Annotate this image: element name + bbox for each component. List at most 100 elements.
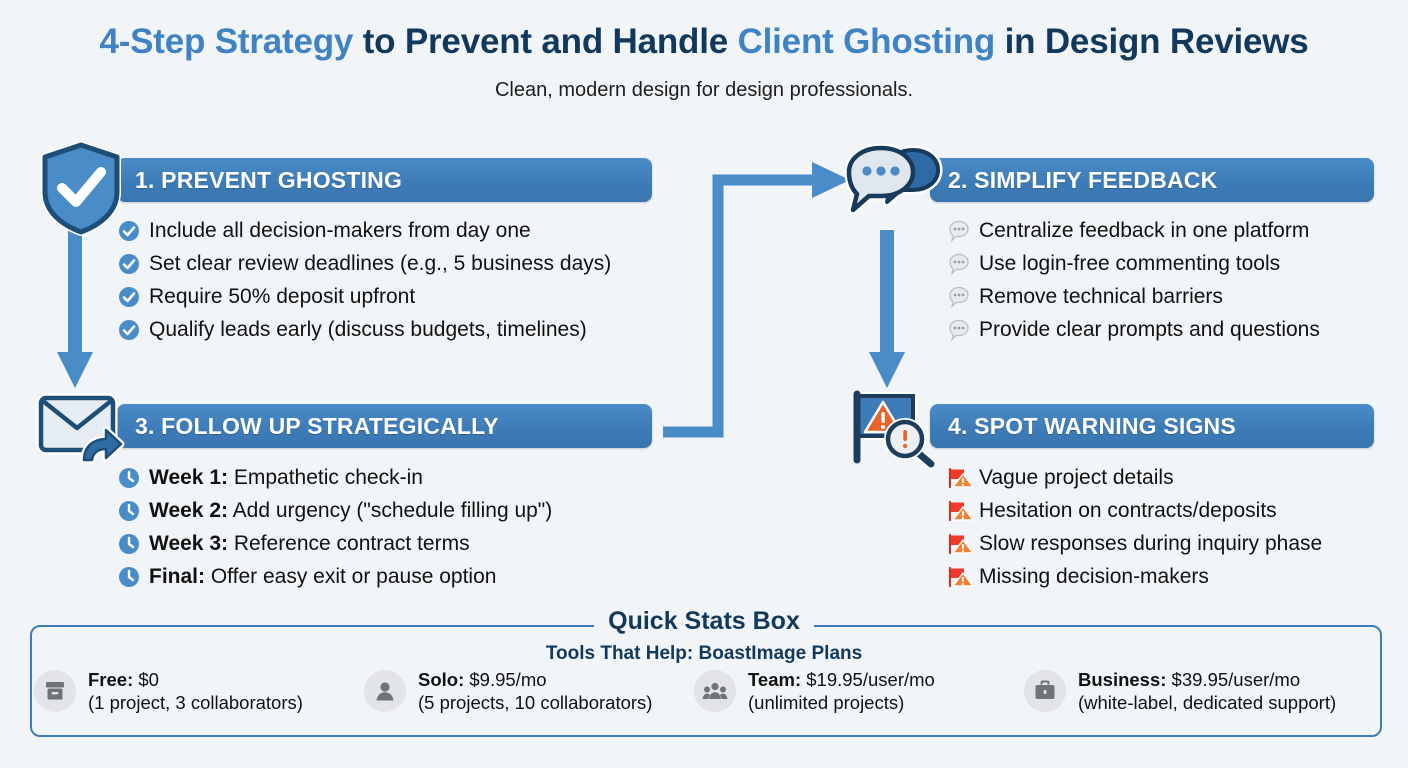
panel-3-header[interactable]: 3. FOLLOW UP STRATEGICALLY bbox=[117, 404, 652, 448]
plan-text: Free: $0(1 project, 3 collaborators) bbox=[88, 668, 303, 714]
plan-detail: (1 project, 3 collaborators) bbox=[88, 692, 303, 713]
check-circle-icon bbox=[118, 319, 140, 341]
clock-icon bbox=[118, 500, 140, 522]
page-title: 4-Step Strategy to Prevent and Handle Cl… bbox=[0, 22, 1408, 62]
list-item-text: Week 2: Add urgency ("schedule filling u… bbox=[149, 498, 552, 523]
shield-check-icon bbox=[41, 141, 121, 236]
panel-2-heading: 2. SIMPLIFY FEEDBACK bbox=[948, 166, 1218, 193]
plan-text: Solo: $9.95/mo(5 projects, 10 collaborat… bbox=[418, 668, 652, 714]
plan-detail: (white-label, dedicated support) bbox=[1078, 692, 1337, 713]
list-item-text: Slow responses during inquiry phase bbox=[979, 532, 1323, 555]
plan-text: Business: $39.95/user/mo(white-label, de… bbox=[1078, 668, 1336, 714]
clock-icon bbox=[118, 467, 140, 489]
list-item-text: Week 1: Empathetic check-in bbox=[149, 465, 423, 490]
title-plain-2: in Design Reviews bbox=[995, 22, 1309, 61]
list-item-label: Final: bbox=[149, 565, 205, 588]
title-accent-1: 4-Step Strategy bbox=[99, 22, 354, 61]
clock-icon bbox=[118, 533, 140, 555]
list-item-text: Vague project details bbox=[979, 466, 1174, 489]
list-item: Set clear review deadlines (e.g., 5 busi… bbox=[118, 251, 678, 276]
arrow-step1-to-step3 bbox=[57, 230, 93, 388]
list-item-value: Empathetic check-in bbox=[228, 466, 423, 489]
plan-text: Team: $19.95/user/mo(unlimited projects) bbox=[748, 668, 935, 714]
list-item: Use login-free commenting tools bbox=[948, 251, 1388, 276]
arrow-step2-to-step4 bbox=[869, 230, 905, 388]
check-circle-icon bbox=[118, 286, 140, 308]
panel-4-header[interactable]: 4. SPOT WARNING SIGNS bbox=[930, 404, 1374, 448]
list-item: Week 1: Empathetic check-in bbox=[118, 465, 678, 490]
plan-card-team[interactable]: Team: $19.95/user/mo(unlimited projects) bbox=[694, 668, 1024, 714]
list-item: Require 50% deposit upfront bbox=[118, 284, 678, 309]
list-item-text: Final: Offer easy exit or pause option bbox=[149, 564, 496, 589]
plan-price: $19.95/user/mo bbox=[801, 669, 935, 690]
plan-price: $9.95/mo bbox=[464, 669, 547, 690]
plan-detail: (5 projects, 10 collaborators) bbox=[418, 692, 653, 713]
plans-row: Free: $0(1 project, 3 collaborators) Sol… bbox=[34, 668, 1374, 714]
red-flag-warning-icon bbox=[948, 566, 974, 588]
speech-bubble-icon bbox=[948, 286, 970, 309]
list-item-value: Offer easy exit or pause option bbox=[205, 565, 497, 588]
list-item: Qualify leads early (discuss budgets, ti… bbox=[118, 317, 678, 342]
plan-price: $0 bbox=[133, 669, 159, 690]
plan-card-solo[interactable]: Solo: $9.95/mo(5 projects, 10 collaborat… bbox=[364, 668, 694, 714]
plan-name: Solo: bbox=[418, 669, 465, 690]
list-item-text: Remove technical barriers bbox=[979, 285, 1223, 308]
list-item-value: Add urgency ("schedule filling up") bbox=[228, 499, 553, 522]
list-item: Slow responses during inquiry phase bbox=[948, 531, 1388, 556]
list-item: Centralize feedback in one platform bbox=[948, 218, 1388, 243]
people-group-icon bbox=[694, 670, 736, 712]
person-icon bbox=[364, 670, 406, 712]
red-flag-warning-icon bbox=[948, 533, 974, 555]
panel-2-list: Centralize feedback in one platform Use … bbox=[948, 218, 1388, 350]
speech-bubble-icon bbox=[948, 319, 970, 342]
plan-name: Free: bbox=[88, 669, 134, 690]
panel-1-list: Include all decision-makers from day one… bbox=[118, 218, 678, 350]
quick-stats-subtitle: Tools That Help: BoastImage Plans bbox=[545, 643, 863, 664]
list-item-text: Hesitation on contracts/deposits bbox=[979, 499, 1277, 522]
list-item: Week 2: Add urgency ("schedule filling u… bbox=[118, 498, 678, 523]
list-item: Provide clear prompts and questions bbox=[948, 317, 1388, 342]
panel-2-header[interactable]: 2. SIMPLIFY FEEDBACK bbox=[930, 158, 1374, 202]
list-item: Include all decision-makers from day one bbox=[118, 218, 678, 243]
list-item-text: Set clear review deadlines (e.g., 5 busi… bbox=[149, 252, 612, 275]
list-item: Week 3: Reference contract terms bbox=[118, 531, 678, 556]
archive-box-icon bbox=[34, 670, 76, 712]
panel-4-list: Vague project details Hesitation on cont… bbox=[948, 465, 1388, 597]
list-item-text: Require 50% deposit upfront bbox=[149, 285, 416, 308]
list-item-text: Provide clear prompts and questions bbox=[979, 318, 1320, 341]
page-subtitle: Clean, modern design for design professi… bbox=[494, 79, 914, 101]
check-circle-icon bbox=[118, 220, 140, 242]
list-item-label: Week 1: bbox=[149, 466, 228, 489]
warning-flag-magnifier-icon bbox=[853, 390, 937, 470]
list-item: Vague project details bbox=[948, 465, 1388, 490]
list-item-text: Qualify leads early (discuss budgets, ti… bbox=[149, 318, 587, 341]
panel-3-heading: 3. FOLLOW UP STRATEGICALLY bbox=[135, 412, 499, 439]
list-item-text: Centralize feedback in one platform bbox=[979, 219, 1310, 242]
list-item: Missing decision-makers bbox=[948, 564, 1388, 589]
speech-bubble-icon bbox=[948, 253, 970, 276]
title-accent-2: Client Ghosting bbox=[737, 22, 996, 61]
plan-price: $39.95/user/mo bbox=[1166, 669, 1301, 690]
list-item-value: Reference contract terms bbox=[228, 532, 470, 555]
quick-stats-legend-text: Quick Stats Box bbox=[594, 607, 814, 635]
quick-stats-legend: Quick Stats Box bbox=[0, 607, 1408, 636]
panel-3-list: Week 1: Empathetic check-in Week 2: Add … bbox=[118, 465, 678, 597]
list-item: Hesitation on contracts/deposits bbox=[948, 498, 1388, 523]
panel-1-header[interactable]: 1. PREVENT GHOSTING bbox=[117, 158, 652, 202]
plan-card-free[interactable]: Free: $0(1 project, 3 collaborators) bbox=[34, 668, 364, 714]
list-item-text: Missing decision-makers bbox=[979, 565, 1209, 588]
arrow-step3-to-step2 bbox=[663, 162, 850, 438]
list-item-label: Week 3: bbox=[149, 532, 228, 555]
speech-bubble-icon bbox=[948, 220, 970, 243]
list-item: Remove technical barriers bbox=[948, 284, 1388, 309]
panel-1-heading: 1. PREVENT GHOSTING bbox=[135, 166, 403, 193]
plan-card-business[interactable]: Business: $39.95/user/mo(white-label, de… bbox=[1024, 668, 1374, 714]
list-item-text: Include all decision-makers from day one bbox=[149, 219, 531, 242]
list-item-label: Week 2: bbox=[149, 499, 228, 522]
envelope-reply-icon bbox=[36, 393, 125, 464]
briefcase-icon bbox=[1024, 670, 1066, 712]
chat-bubbles-icon bbox=[844, 143, 943, 215]
check-circle-icon bbox=[118, 253, 140, 275]
panel-4-heading: 4. SPOT WARNING SIGNS bbox=[948, 412, 1236, 439]
